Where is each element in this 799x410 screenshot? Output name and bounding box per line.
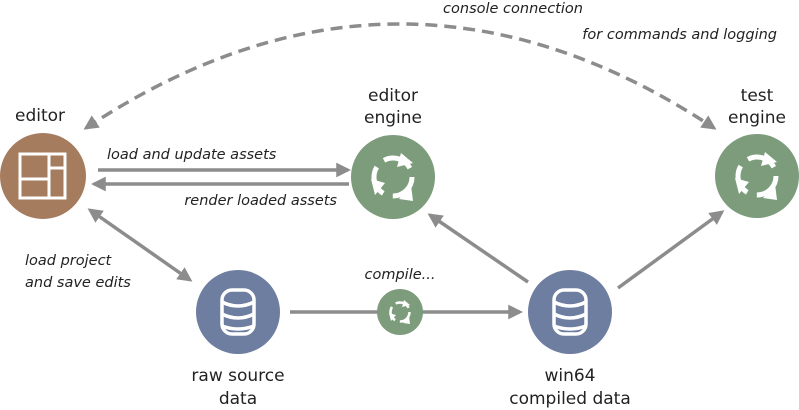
- win64-to-editor-engine-arrow: [427, 213, 529, 284]
- win64-node: [528, 270, 612, 354]
- test-engine-label-1: test: [741, 86, 774, 106]
- compile-node: [377, 289, 423, 335]
- test-engine-label-2: engine: [728, 108, 786, 128]
- win64-label-2: compiled data: [509, 389, 631, 409]
- console-connection-arrow: [83, 22, 717, 130]
- editor-engine-label-2: engine: [364, 108, 422, 128]
- test-engine-node: [715, 134, 799, 218]
- editor-engine-label-1: editor: [368, 86, 418, 106]
- raw-source-node: [196, 270, 280, 354]
- console-label-2: for commands and logging: [582, 27, 777, 43]
- render-loaded-label: render loaded assets: [184, 193, 337, 209]
- load-update-label: load and update assets: [107, 147, 277, 163]
- compile-label: compile...: [365, 267, 436, 283]
- console-label-1: console connection: [443, 1, 583, 17]
- raw-source-label-2: data: [219, 389, 257, 409]
- editor-node: [0, 133, 86, 219]
- editor-label: editor: [15, 106, 65, 126]
- editor-engine-node: [351, 135, 435, 219]
- win64-to-test-engine-arrow: [616, 210, 725, 290]
- load-project-label-1: load project: [25, 253, 113, 269]
- win64-label-1: win64: [544, 366, 595, 386]
- raw-source-label-1: raw source: [191, 366, 284, 386]
- layout-icon: [18, 152, 67, 200]
- load-project-label-2: and save edits: [25, 275, 131, 291]
- load-project-arrow: [87, 208, 193, 282]
